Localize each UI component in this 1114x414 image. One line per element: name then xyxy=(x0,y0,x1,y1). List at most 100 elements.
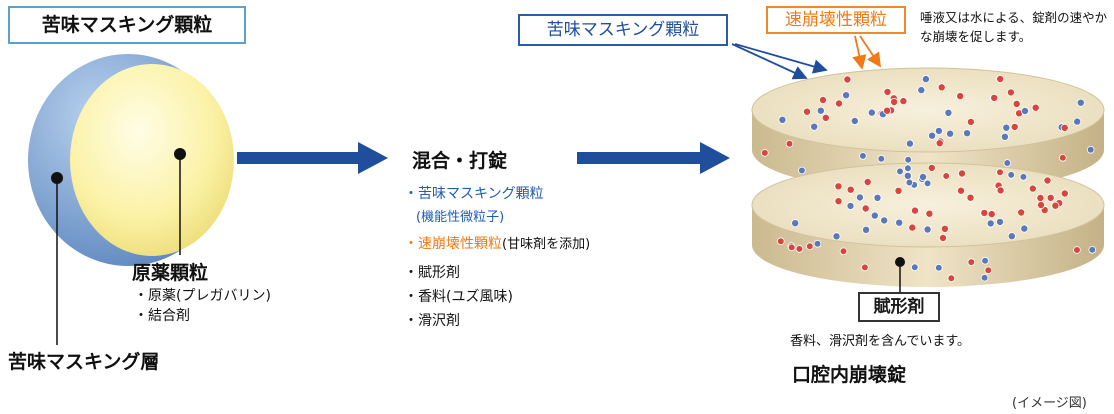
granule-dot xyxy=(1060,189,1069,198)
granule-dot xyxy=(981,256,989,265)
granule-dot xyxy=(1006,88,1015,97)
granule-dot xyxy=(1012,99,1021,108)
granule-dot xyxy=(843,75,852,84)
granule-dot xyxy=(877,154,886,163)
core-label: 原薬顆粒 xyxy=(132,262,209,284)
core-shape xyxy=(70,64,234,256)
granule-dot xyxy=(1002,123,1011,132)
granule-dot xyxy=(990,93,999,102)
granule-dot xyxy=(923,225,932,234)
granule-dot xyxy=(1036,193,1045,202)
granule-dot xyxy=(980,208,989,217)
process-item-excipient: ・賦形剤 xyxy=(404,265,460,281)
granule-dot xyxy=(987,210,996,219)
granule-dot xyxy=(834,182,843,191)
granule-dot xyxy=(1059,154,1067,162)
arrow-2 xyxy=(577,142,730,174)
granule-dot xyxy=(862,225,871,234)
granule-dot xyxy=(904,156,912,164)
granule-dot xyxy=(905,178,914,187)
granule-dot xyxy=(813,240,822,248)
granule-dot xyxy=(883,106,892,115)
granule-dot xyxy=(935,139,944,148)
excipient-note: 香料、滑沢剤を含んでいます。 xyxy=(790,334,971,349)
excipient-label: 賦形剤 xyxy=(858,292,940,322)
granule-dot xyxy=(1007,171,1015,179)
granule-dot xyxy=(905,139,914,148)
granule-dot xyxy=(861,263,869,272)
tablet-name: 口腔内崩壊錠 xyxy=(792,364,907,386)
core-item-1: ・原薬(プレガバリン) xyxy=(134,288,271,304)
fast-granule-note: 唾液又は水による、錠剤の速やかな崩壊を促します。 xyxy=(920,10,1108,44)
granule-dot xyxy=(776,237,785,246)
granule-dot xyxy=(810,122,819,131)
granule-dot xyxy=(1007,232,1016,241)
granule-dot xyxy=(910,263,919,272)
granule-dot xyxy=(996,186,1005,195)
granule-dot xyxy=(1019,173,1028,181)
arrow-1 xyxy=(237,142,388,174)
granule-dot xyxy=(1060,123,1069,132)
granule-dot xyxy=(921,75,930,84)
granule-dot xyxy=(861,204,870,213)
granule-dot xyxy=(791,219,800,228)
granule-dot xyxy=(1046,193,1055,202)
granule-dot xyxy=(956,92,965,101)
granule-dot xyxy=(778,115,787,124)
granule-dot xyxy=(1028,184,1037,193)
granule-dot xyxy=(940,224,949,233)
granule-dot xyxy=(899,97,908,106)
granule-dot xyxy=(939,233,948,242)
granule-dot xyxy=(947,274,956,283)
granule-dot xyxy=(911,206,920,215)
granule-dot xyxy=(1000,132,1009,141)
granule-dot xyxy=(805,242,814,251)
granule-dot xyxy=(760,149,769,157)
granule-dot xyxy=(859,152,867,160)
granule-dot xyxy=(835,99,844,108)
core-item-2: ・結合剤 xyxy=(134,308,190,324)
granule-dot xyxy=(958,169,967,178)
granule-dot xyxy=(880,216,889,225)
process-item-lubricant: ・滑沢剤 xyxy=(404,313,460,329)
granule-dot xyxy=(984,266,993,275)
masking-granule-label: 苦味マスキング顆粒 xyxy=(518,14,728,46)
granule-dot xyxy=(870,211,879,220)
granule-dot xyxy=(787,243,796,252)
granule-dot xyxy=(1073,117,1082,126)
process-item-flavor: ・香料(ユズ風味) xyxy=(404,289,513,305)
process-heading: 混合・打錠 xyxy=(412,150,508,172)
granule-dot xyxy=(1031,103,1040,112)
granule-dot xyxy=(944,108,953,117)
granule-dot xyxy=(957,186,966,195)
granule-dot xyxy=(1088,246,1097,254)
granule-dot xyxy=(1043,176,1052,185)
granule-dot xyxy=(996,75,1005,84)
granule-dot xyxy=(937,83,946,92)
granule-dot xyxy=(1010,122,1019,131)
granule-dot xyxy=(863,177,872,186)
granule-dot xyxy=(873,193,882,202)
granule-dot xyxy=(832,232,841,241)
process-item-masking: ・苦味マスキング顆粒 xyxy=(404,186,544,202)
granule-dot xyxy=(803,107,812,116)
granule-dot xyxy=(934,126,943,135)
granule-dot xyxy=(925,209,934,218)
granule-dot xyxy=(795,245,804,253)
granule-illustration xyxy=(28,54,234,345)
granule-dot xyxy=(942,172,950,180)
granule-dot xyxy=(1020,224,1029,233)
granule-dot xyxy=(846,185,855,194)
granule-dot xyxy=(963,129,972,138)
granule-dot xyxy=(785,140,794,148)
granule-dot xyxy=(923,179,932,188)
granule-dot xyxy=(980,273,989,282)
layer-label: 苦味マスキング層 xyxy=(8,351,160,373)
granule-dot xyxy=(934,263,943,272)
granule-dot xyxy=(967,258,976,266)
granule-dot xyxy=(834,197,843,206)
granule-dot xyxy=(1021,107,1030,116)
granule-dot xyxy=(1073,246,1081,254)
granule-dot xyxy=(842,91,851,100)
process-item-fast-suffix: (甘味剤を添加) xyxy=(502,237,591,252)
